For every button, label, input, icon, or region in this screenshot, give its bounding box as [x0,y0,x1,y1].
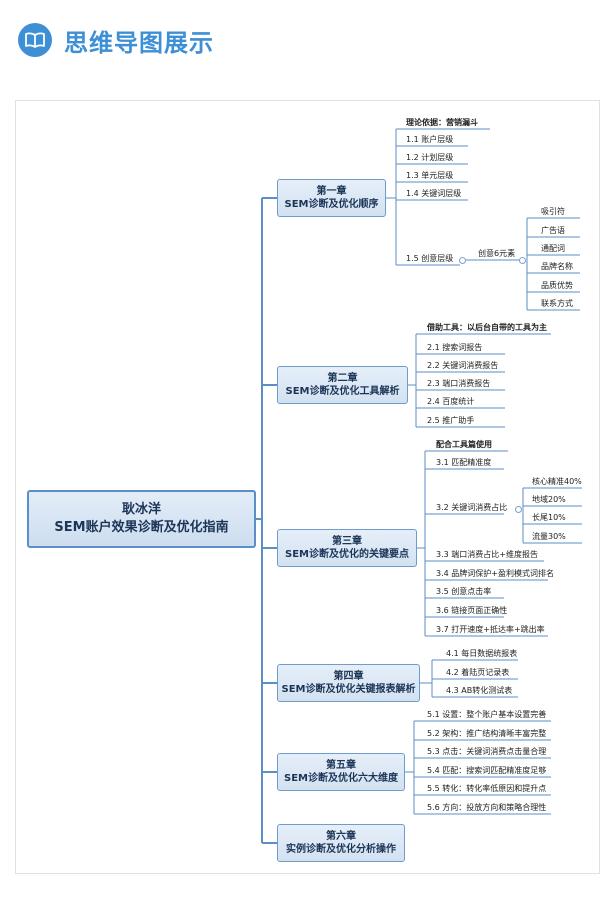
branch-label[interactable]: 3.5 创意点击率 [436,587,492,596]
branch-label[interactable]: 2.5 推广助手 [427,416,475,425]
branch-label[interactable]: 5.4 匹配：搜索词匹配精准度足够 [427,766,547,775]
chapter-node-6[interactable]: 第六章实例诊断及优化分析操作 [277,824,405,862]
chapter-node-2[interactable]: 第二章 SEM诊断及优化工具解析 [277,366,408,404]
branch-label[interactable]: 2.2 关键词消费报告 [427,361,499,370]
chapter-number: 第三章 [332,536,362,547]
chapter-number: 第一章 [316,186,347,197]
chapter-node-4[interactable]: 第四章 SEM诊断及优化关键报表解析 [277,664,420,702]
branch-label[interactable]: 4.1 每日数据统报表 [446,649,518,658]
chapter-title: 实例诊断及优化分析操作 [286,844,396,855]
element-label[interactable]: 联系方式 [541,299,573,308]
branch-label[interactable]: 3.7 打开速度+抵达率+跳出率 [436,625,545,634]
chapter-title: SEM诊断及优化工具解析 [285,386,400,397]
page-header: 思维导图展示 [18,20,214,60]
branch-label[interactable]: 5.5 转化：转化率低原因和提升点 [427,784,547,793]
collapse-toggle[interactable] [515,506,522,513]
chapter-intro[interactable]: 配合工具篇使用 [436,440,492,449]
branch-label[interactable]: 1.4 关键词层级 [406,189,462,198]
root-node[interactable]: 耿冰洋 SEM账户效果诊断及优化指南 [27,490,256,548]
branch-label[interactable]: 3.2 关键词消费占比 [436,503,508,512]
collapse-toggle[interactable] [459,257,466,264]
chapter-intro[interactable]: 理论依据：营销漏斗 [406,118,478,127]
element-label[interactable]: 通配词 [541,244,565,253]
root-title: SEM账户效果诊断及优化指南 [54,520,229,535]
branch-label[interactable]: 5.1 设置：整个账户基本设置完善 [427,710,547,719]
element-label[interactable]: 地域20% [532,495,566,504]
element-label[interactable]: 核心精准40% [532,477,582,486]
chapter-node-5[interactable]: 第五章 SEM诊断及优化六大维度 [277,753,405,791]
element-label[interactable]: 品牌名称 [541,262,573,271]
branch-label[interactable]: 5.3 点击：关键词消费点击量合理 [427,747,547,756]
branch-label[interactable]: 5.6 方向：投放方向和策略合理性 [427,803,547,812]
branch-label[interactable]: 5.2 架构：推广结构清晰丰富完整 [427,729,547,738]
chapter-node-1[interactable]: 第一章 SEM诊断及优化顺序 [277,179,386,217]
branch-label[interactable]: 4.2 着陆页记录表 [446,668,510,677]
element-label[interactable]: 广告语 [541,226,565,235]
chapter-number: 第二章 [327,373,358,384]
branch-label[interactable]: 1.1 账户层级 [406,135,454,144]
page-title: 思维导图展示 [64,28,214,57]
mindmap-panel [15,100,600,874]
branch-label[interactable]: 3.1 匹配精准度 [436,458,492,467]
element-label[interactable]: 长尾10% [532,513,566,522]
element-label[interactable]: 流量30% [532,532,566,541]
collapse-toggle[interactable] [519,257,526,264]
chapter-title: SEM诊断及优化顺序 [284,199,379,210]
branch-label[interactable]: 2.3 端口消费报告 [427,379,491,388]
branch-label[interactable]: 3.6 链接页面正确性 [436,606,508,615]
sub-branch-label[interactable]: 创意6元素 [478,249,516,258]
branch-label[interactable]: 2.4 百度统计 [427,397,475,406]
branch-label[interactable]: 4.3 AB转化测试表 [446,686,513,695]
branch-label[interactable]: 3.4 品牌词保护+盈利模式词排名 [436,569,554,578]
branch-label[interactable]: 1.5 创意层级 [406,254,454,263]
open-book-icon [18,23,52,57]
element-label[interactable]: 品质优势 [541,281,573,290]
root-author: 耿冰洋 [121,502,161,517]
chapter-title: SEM诊断及优化关键报表解析 [281,684,416,695]
chapter-title: SEM诊断及优化六大维度 [284,773,398,784]
chapter-intro[interactable]: 借助工具：以后台自带的工具为主 [427,323,547,332]
branch-label[interactable]: 1.3 单元层级 [406,171,454,180]
chapter-node-3[interactable]: 第三章 SEM诊断及优化的关键要点 [277,529,417,567]
chapter-number: 第四章 [333,671,364,682]
chapter-number: 第六章 [326,831,356,842]
branch-label[interactable]: 1.2 计划层级 [406,153,454,162]
chapter-number: 第五章 [326,760,356,771]
chapter-title: SEM诊断及优化的关键要点 [285,549,409,560]
branch-label[interactable]: 2.1 搜索词报告 [427,343,483,352]
element-label[interactable]: 吸引符 [541,207,565,216]
branch-label[interactable]: 3.3 端口消费占比+维度报告 [436,550,538,559]
